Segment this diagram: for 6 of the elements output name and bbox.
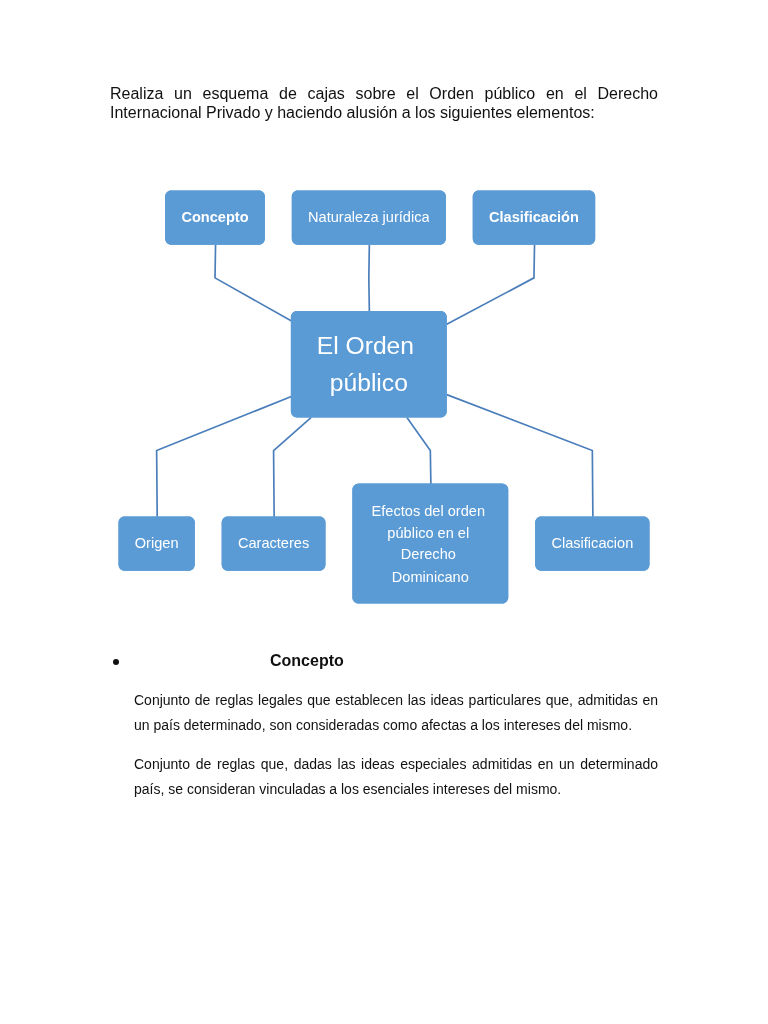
connector <box>367 243 371 313</box>
paragraph: Conjunto de reglas que, dadas las ideas especiales admitidas en un determinado país, se consideran vinculadas a los esenciales intereses del mismo. <box>134 755 658 799</box>
connector <box>406 416 432 486</box>
instruction-text: Realiza un esquema de cajas sobre el Orden público en el Derecho Internacional Privado y haciendo alusión a los siguientes elementos: <box>110 84 658 122</box>
section-heading: Concepto <box>270 652 344 669</box>
paragraph: Conjunto de reglas legales que establecen las ideas particulares que, admitidas en un país determinado, son consideradas como afectas a los intereses del mismo. <box>134 691 658 735</box>
